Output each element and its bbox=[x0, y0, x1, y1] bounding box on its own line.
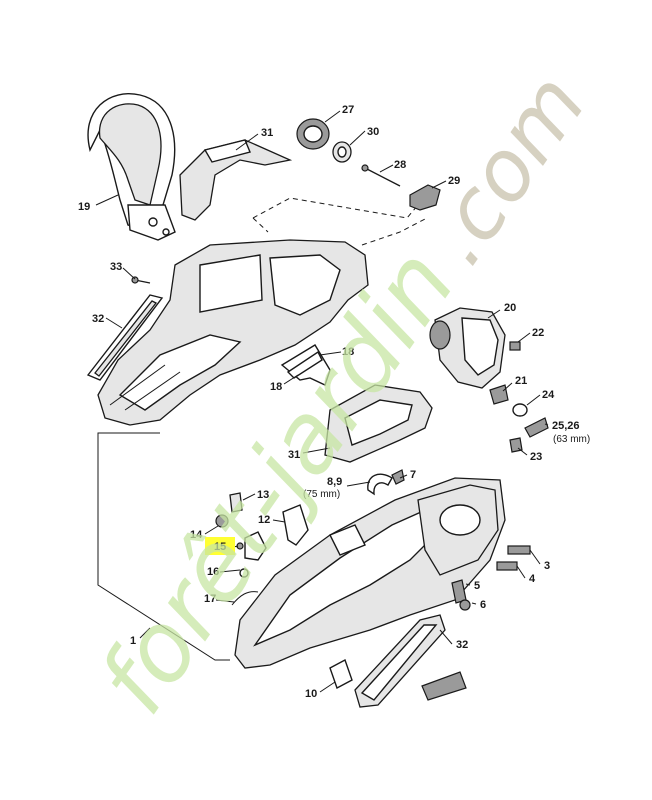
leader-lines bbox=[95, 110, 549, 693]
label-32-left: 32 bbox=[92, 313, 104, 325]
label-18-upper: 18 bbox=[342, 346, 354, 358]
label-15: 15 bbox=[214, 541, 226, 553]
sprocket-cover bbox=[324, 384, 433, 463]
dashed-reference-box bbox=[252, 197, 428, 246]
label-30: 30 bbox=[367, 126, 379, 138]
label-4: 4 bbox=[529, 573, 536, 585]
label-22: 22 bbox=[532, 327, 544, 339]
trigger-assembly bbox=[215, 492, 309, 606]
label-13: 13 bbox=[257, 489, 269, 501]
bracket-18 bbox=[280, 344, 331, 386]
label-8-9-size: (75 mm) bbox=[303, 489, 340, 500]
sprocket-nut bbox=[296, 118, 352, 163]
label-16: 16 bbox=[207, 566, 219, 578]
screw-33 bbox=[131, 276, 151, 284]
label-21: 21 bbox=[515, 375, 527, 387]
label-5: 5 bbox=[474, 580, 480, 592]
label-23: 23 bbox=[530, 451, 542, 463]
side-strip-left bbox=[86, 294, 164, 381]
label-27: 27 bbox=[342, 104, 354, 116]
highlight-box bbox=[205, 537, 235, 555]
label-3: 3 bbox=[544, 560, 550, 572]
label-25-26: 25,26 bbox=[552, 420, 580, 432]
watermark-part2: .com bbox=[406, 56, 604, 281]
small-parts-right bbox=[489, 341, 549, 453]
chain-guard bbox=[354, 614, 467, 708]
label-14: 14 bbox=[190, 529, 203, 541]
label-8-9: 8,9 bbox=[327, 476, 342, 488]
screw-and-bracket bbox=[361, 164, 441, 211]
hose-and-clip bbox=[367, 469, 405, 496]
label-18-lower: 18 bbox=[270, 381, 282, 393]
label-7: 7 bbox=[410, 469, 416, 481]
label-33: 33 bbox=[110, 261, 122, 273]
label-28: 28 bbox=[394, 159, 406, 171]
air-filter-housing bbox=[429, 307, 506, 389]
label-1: 1 bbox=[130, 635, 136, 647]
label-29: 29 bbox=[448, 175, 460, 187]
screws-right bbox=[451, 545, 531, 611]
label-plate bbox=[329, 658, 353, 690]
label-24: 24 bbox=[542, 389, 555, 401]
label-17: 17 bbox=[204, 593, 216, 605]
label-19: 19 bbox=[78, 201, 90, 213]
label-32-lower: 32 bbox=[456, 639, 468, 651]
label-12: 12 bbox=[258, 514, 270, 526]
label-31-mid: 31 bbox=[288, 449, 300, 461]
part-labels: 19 31 27 30 28 29 33 32 18 18 20 22 21 2… bbox=[78, 104, 590, 700]
handle-cover bbox=[179, 139, 293, 221]
label-25-26-size: (63 mm) bbox=[553, 434, 590, 445]
label-31-top: 31 bbox=[261, 127, 273, 139]
label-20: 20 bbox=[504, 302, 516, 314]
label-10: 10 bbox=[305, 688, 317, 700]
main-housing bbox=[97, 239, 369, 426]
assembly-outline bbox=[97, 432, 230, 661]
front-handle bbox=[87, 93, 176, 241]
label-6: 6 bbox=[480, 599, 486, 611]
lower-housing bbox=[234, 477, 506, 669]
